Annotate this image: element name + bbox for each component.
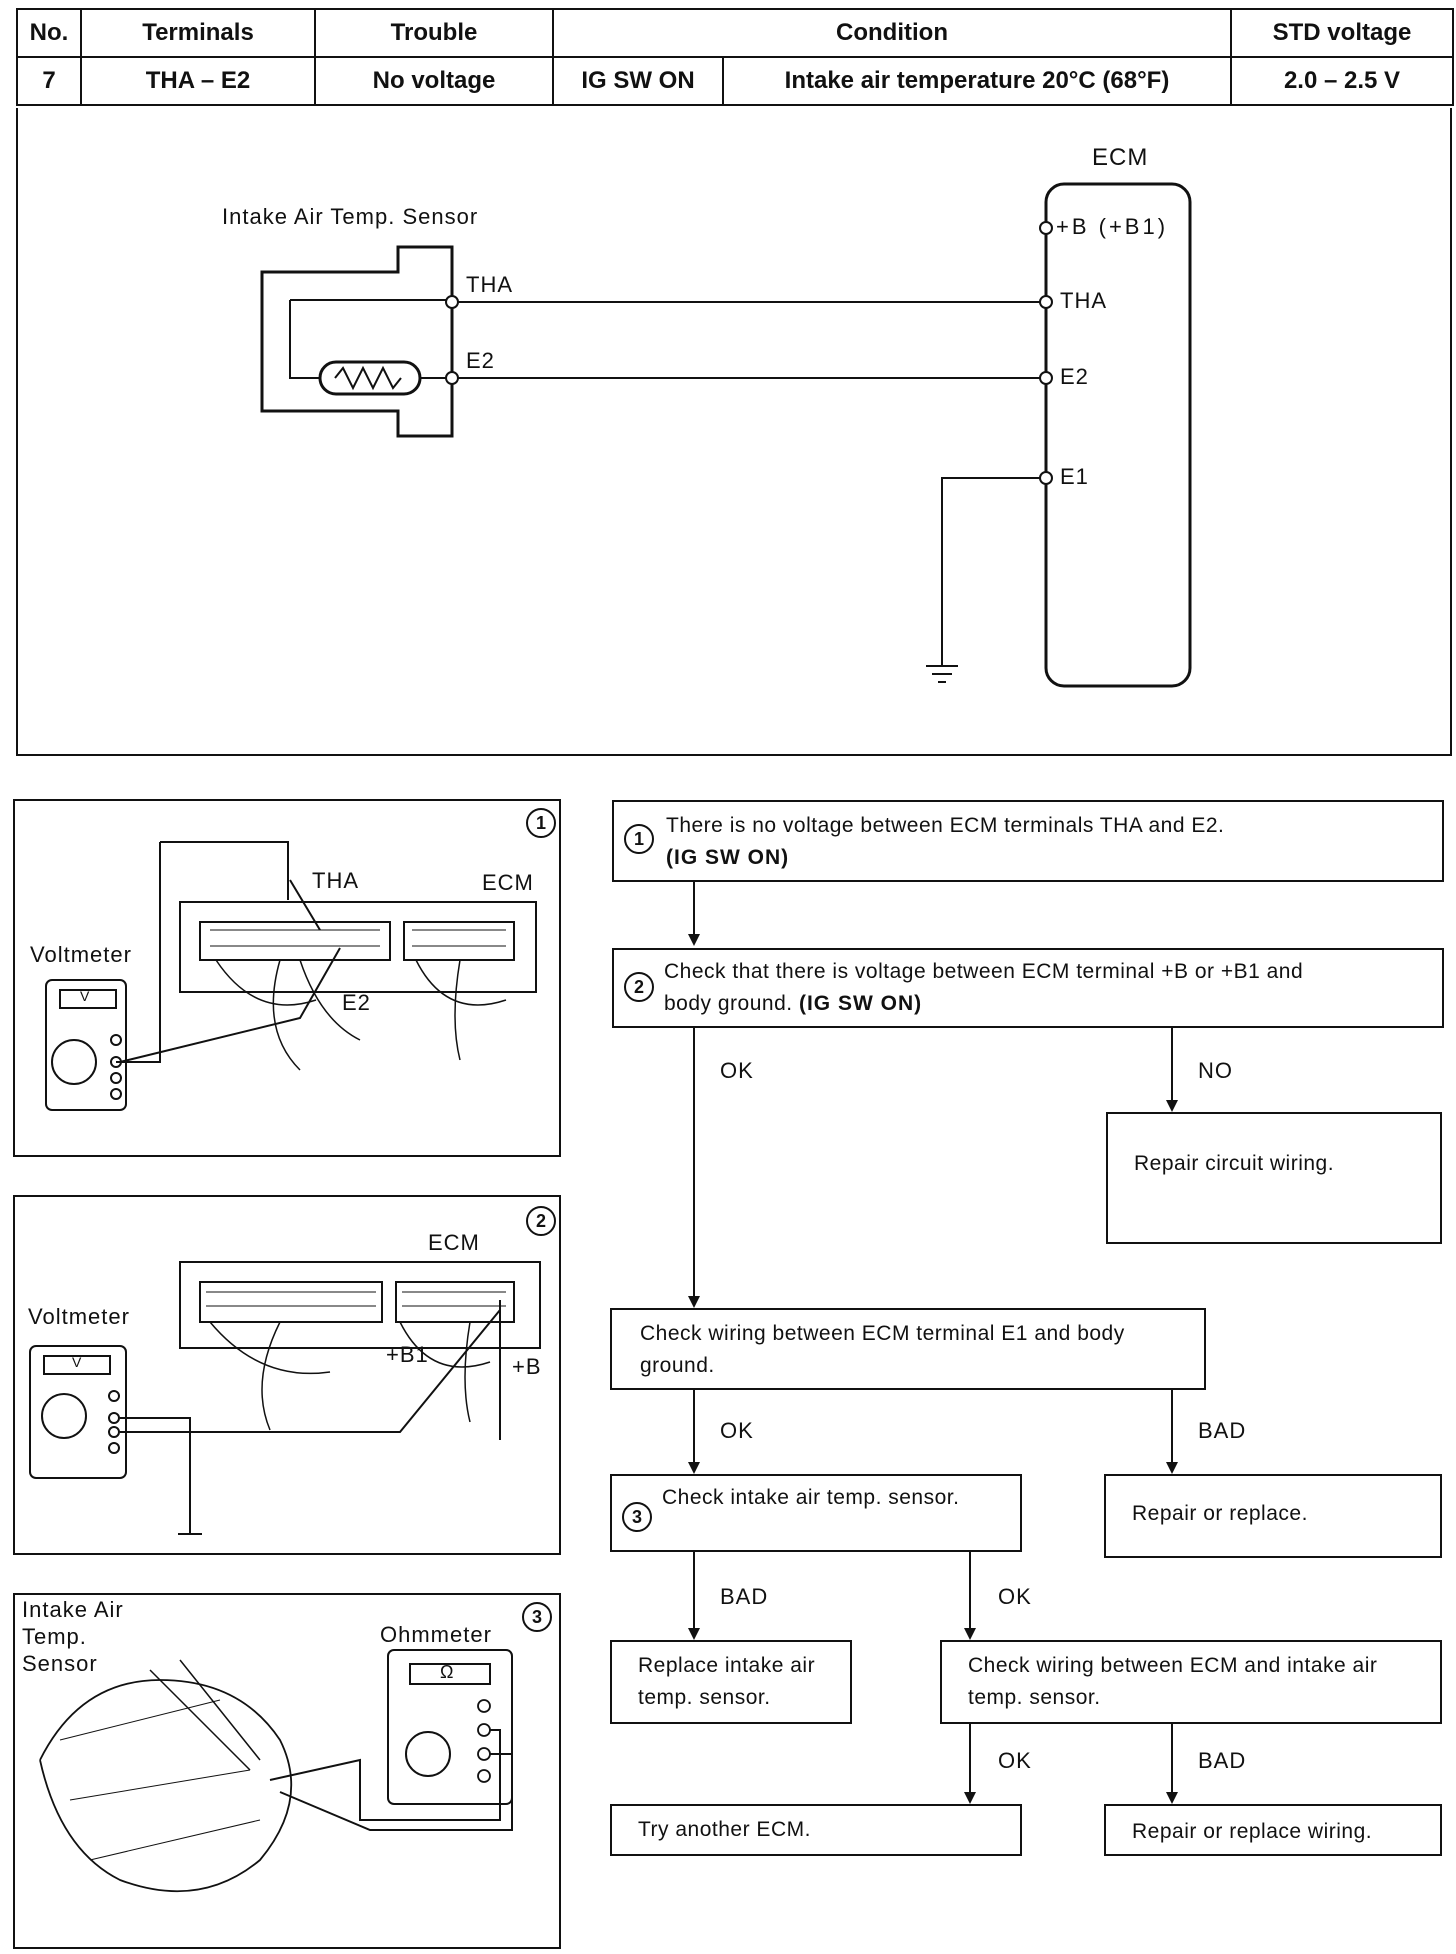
cell-trouble: No voltage — [314, 56, 554, 106]
wire-e1 — [941, 477, 1046, 666]
illus3-ohmmeter-label: Ohmmeter — [380, 1622, 492, 1647]
illus3-drawing — [39, 1649, 513, 1893]
header-no: No. — [16, 8, 82, 58]
flow-bad3: BAD — [1198, 1748, 1247, 1773]
cell-terminals: THA – E2 — [80, 56, 316, 106]
sensor-housing — [260, 245, 454, 438]
flow-step1-bold: (IG SW ON) — [666, 846, 790, 869]
illus1-voltmeter-label: Voltmeter — [30, 942, 132, 967]
illus3-ohm-label: Ω — [440, 1662, 455, 1682]
arrow-heads — [688, 934, 1178, 1804]
ecm-e1-terminal: E1 — [1060, 464, 1089, 489]
flow-step2-text2: body ground. — [664, 992, 793, 1015]
flow-ok2: OK — [720, 1418, 754, 1443]
ecm-e2-terminal: E2 — [1060, 364, 1089, 389]
flow-repair-circuit: Repair circuit wiring. — [1106, 1112, 1442, 1244]
ecm-label: ECM — [1092, 144, 1149, 171]
illus1-number: 1 — [526, 808, 556, 838]
illus2-frame — [13, 1195, 561, 1555]
illus1-v-label: V — [80, 988, 91, 1004]
header-terminals: Terminals — [80, 8, 316, 58]
illus1-ecm-label: ECM — [482, 870, 534, 895]
flow-check-e1-text: Check wiring between ECM terminal E1 and… — [640, 1322, 1125, 1377]
flow-repair-replace-text: Repair or replace. — [1132, 1502, 1308, 1525]
flow-ok4: OK — [998, 1748, 1032, 1773]
thermistor-icon — [318, 360, 422, 396]
flow-check-wiring-text: Check wiring between ECM and intake air … — [968, 1654, 1378, 1709]
illus3-number: 3 — [522, 1602, 552, 1632]
ecm-b-terminal: +B (+B1) — [1056, 214, 1169, 239]
ecm-tha-terminal: THA — [1060, 288, 1107, 313]
flow-step3-number: 3 — [622, 1502, 652, 1532]
illus2-b-label: +B — [512, 1354, 542, 1379]
ecm-box — [1044, 182, 1192, 688]
illus2-v-label: V — [72, 1354, 83, 1370]
flow-step2: 2 Check that there is voltage between EC… — [612, 948, 1444, 1028]
spec-table: No. Terminals Trouble Condition STD volt… — [16, 8, 1454, 106]
flow-bad2: BAD — [720, 1584, 769, 1609]
flow-step2-text: Check that there is voltage between ECM … — [664, 960, 1304, 983]
illus2-number: 2 — [526, 1206, 556, 1236]
flow-step1: 1 There is no voltage between ECM termin… — [612, 800, 1444, 882]
flow-step3-text: Check intake air temp. sensor. — [662, 1486, 960, 1509]
flow-step2-number: 2 — [624, 972, 654, 1002]
flow-repair-wiring-text: Repair or replace wiring. — [1132, 1820, 1373, 1843]
flow-replace-sensor-text: Replace intake air temp. sensor. — [638, 1654, 816, 1709]
flow-repair-replace: Repair or replace. — [1104, 1474, 1442, 1558]
flow-no1: NO — [1198, 1058, 1233, 1083]
flow-replace-sensor: Replace intake air temp. sensor. — [610, 1640, 852, 1724]
illus2-voltmeter-label: Voltmeter — [28, 1304, 130, 1329]
header-std-voltage: STD voltage — [1230, 8, 1454, 58]
cell-std-voltage: 2.0 – 2.5 V — [1230, 56, 1454, 106]
cell-condition-detail: Intake air temperature 20°C (68°F) — [722, 56, 1232, 106]
flow-arrows — [693, 882, 1173, 1796]
illus1-e2-label: E2 — [342, 990, 371, 1015]
flow-try-ecm: Try another ECM. — [610, 1804, 1022, 1856]
flow-step2-bold: (IG SW ON) — [798, 992, 923, 1015]
illus1-drawing — [45, 841, 537, 1111]
flow-check-e1: Check wiring between ECM terminal E1 and… — [610, 1308, 1206, 1390]
cell-condition-sw: IG SW ON — [552, 56, 724, 106]
header-condition: Condition — [552, 8, 1232, 58]
cell-no: 7 — [16, 56, 82, 106]
flow-repair-wiring: Repair or replace wiring. — [1104, 1804, 1442, 1856]
illus3-frame — [13, 1593, 561, 1949]
header-trouble: Trouble — [314, 8, 554, 58]
sensor-e2-label: E2 — [466, 348, 495, 373]
illus3-sensor-label: Intake Air Temp. Sensor — [22, 1597, 124, 1676]
flow-ok1: OK — [720, 1058, 754, 1083]
sensor-label: Intake Air Temp. Sensor — [222, 204, 479, 229]
illus1-tha-label: THA — [312, 868, 359, 893]
flow-step1-text: There is no voltage between ECM terminal… — [666, 814, 1225, 837]
flow-bad1: BAD — [1198, 1418, 1247, 1443]
flow-repair-circuit-text: Repair circuit wiring. — [1134, 1152, 1335, 1175]
illus2-ecm-label: ECM — [428, 1230, 480, 1255]
flow-try-ecm-text: Try another ECM. — [638, 1818, 811, 1841]
illus1-frame — [13, 799, 561, 1157]
flow-ok3: OK — [998, 1584, 1032, 1609]
flow-step1-number: 1 — [624, 824, 654, 854]
flow-check-wiring: Check wiring between ECM and intake air … — [940, 1640, 1442, 1724]
illus2-drawing — [29, 1261, 541, 1535]
sensor-tha-label: THA — [466, 272, 513, 297]
flow-step3: 3 Check intake air temp. sensor. — [610, 1474, 1022, 1552]
circuit-diagram-frame — [16, 108, 1452, 756]
illus2-b1-label: +B1 — [386, 1342, 429, 1367]
